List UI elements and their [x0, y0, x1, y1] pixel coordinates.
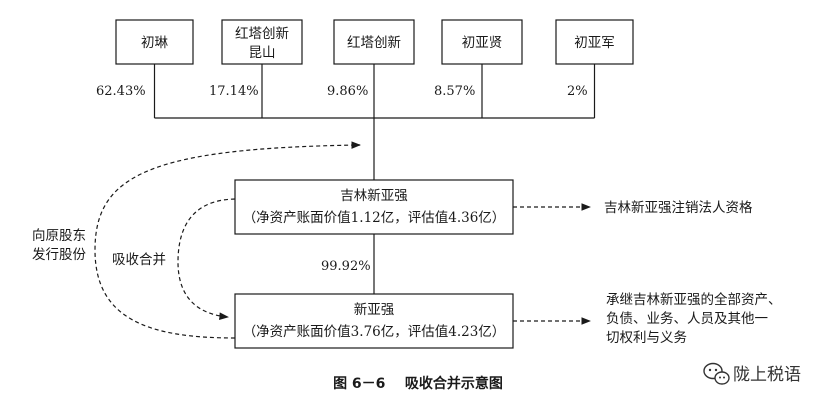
target-outcome-text: 吉林新亚强注销法人资格 — [604, 200, 753, 216]
shareholder-name: 初亚军 — [574, 34, 615, 51]
shareholder-box-chulin: 初琳 — [115, 19, 194, 65]
wechat-icon — [703, 362, 730, 385]
watermark: 陇上税语 — [703, 362, 801, 385]
arrow-absorb-merge — [177, 198, 236, 321]
target-company-detail: （净资产账面价值1.12亿，评估值4.36亿） — [243, 210, 506, 226]
shareholder-name-line1: 红塔创新 — [235, 26, 289, 42]
target-company-name: 吉林新亚强 — [340, 188, 408, 204]
shareholder-name: 红塔创新 — [347, 35, 401, 51]
issue-shares-label-line2: 发行股份 — [32, 247, 86, 263]
pct-chulin: 62.43% — [96, 84, 146, 99]
acquirer-company-detail: （净资产账面价值3.76亿，评估值4.23亿） — [243, 324, 506, 340]
pct-chuyaxian: 8.57% — [434, 84, 475, 99]
holding-pct: 99.92% — [321, 259, 371, 274]
acquirer-outcome-line3: 切权利与义务 — [606, 329, 687, 346]
shareholder-box-chuyajun: 初亚军 — [555, 19, 634, 65]
figure-caption: 图 6－6 吸收合并示意图 — [333, 375, 503, 392]
shareholder-box-chuyaxian: 初亚贤 — [441, 19, 523, 65]
acquirer-company-name: 新亚强 — [354, 302, 395, 318]
shareholder-box-hongta: 红塔创新 — [333, 19, 415, 65]
shareholder-name-line2: 昆山 — [249, 45, 276, 61]
acquirer-company-box: 新亚强 （净资产账面价值3.76亿，评估值4.23亿） — [234, 293, 514, 349]
acquirer-outcome-line2: 负债、业务、人员及其他一 — [606, 311, 768, 327]
absorb-merge-label: 吸收合并 — [112, 252, 166, 268]
watermark-text: 陇上税语 — [733, 365, 801, 385]
arrow-issue-shares — [94, 141, 361, 339]
target-company-box: 吉林新亚强 （净资产账面价值1.12亿，评估值4.36亿） — [234, 179, 514, 235]
acquirer-outcome-line1: 承继吉林新亚强的全部资产、 — [606, 291, 782, 308]
shareholder-name: 初琳 — [141, 34, 168, 51]
pct-hongta: 9.86% — [327, 84, 368, 99]
pct-hongta-kunshan: 17.14% — [209, 84, 259, 99]
pct-chuyajun: 2% — [567, 84, 588, 99]
issue-shares-label-line1: 向原股东 — [32, 228, 86, 244]
shareholder-name: 初亚贤 — [462, 34, 503, 51]
shareholder-box-hongta-kunshan: 红塔创新 昆山 — [221, 19, 303, 65]
